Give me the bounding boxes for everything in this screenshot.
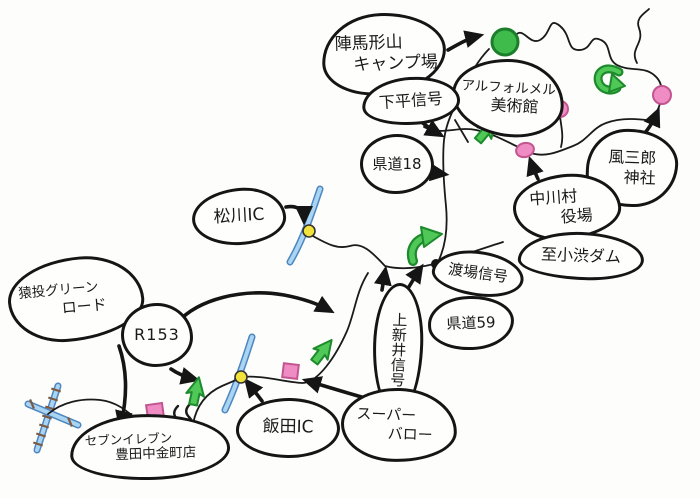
route-arrow-valor-bend-icon xyxy=(306,333,340,369)
label-text: 飯田IC xyxy=(262,416,314,438)
expressway-matsukawa xyxy=(286,185,324,266)
label-text: 下平信号 xyxy=(378,88,444,113)
village-office-marker-icon xyxy=(515,141,535,159)
arrow-matsukawa-ic xyxy=(284,204,313,226)
mountain-road-squiggle-corner xyxy=(633,8,650,64)
arrow-kaminarai-1 xyxy=(373,265,392,292)
label-kendo-18: 県道18 xyxy=(360,134,434,194)
sanage-road-crossing-icon xyxy=(24,382,82,454)
route-arrow-seven-eleven-icon xyxy=(183,374,209,408)
label-iida-ic: 飯田IC xyxy=(235,397,341,459)
route-arrow-watase-turn-icon xyxy=(406,226,443,266)
label-text: 豊田中金町店 xyxy=(114,444,197,464)
label-text: 渡場信号 xyxy=(447,260,510,287)
arrow-iida-ic xyxy=(243,377,264,403)
museum-marker-stem xyxy=(559,115,564,148)
arrow-sanage xyxy=(115,344,133,431)
shrine-marker-icon xyxy=(652,85,672,105)
label-text: 松川IC xyxy=(213,204,265,228)
road-stub-shimodaira xyxy=(454,119,469,143)
label-route-153: R153 xyxy=(121,303,193,367)
rail-ticks xyxy=(29,387,73,447)
label-text: キャンプ場 xyxy=(353,52,439,76)
super-valor-marker-icon xyxy=(281,362,300,381)
arrow-village-office xyxy=(526,155,544,181)
label-text: 上新井信号 xyxy=(388,311,409,387)
campsite-marker-icon xyxy=(490,27,520,57)
arrow-r153-sweep xyxy=(175,291,335,325)
label-text: 県道59 xyxy=(446,312,496,333)
label-text: 至小渋ダム xyxy=(540,244,622,267)
label-text: R153 xyxy=(134,325,180,344)
mountain-road-squiggle-west xyxy=(514,22,581,51)
label-text: 風三郎 xyxy=(608,147,657,168)
arrow-r153-short xyxy=(169,367,201,385)
label-text: 県道18 xyxy=(372,154,422,173)
road-to-museum xyxy=(423,118,655,156)
label-text: 美術館 xyxy=(490,95,540,118)
iida-ic-marker-icon xyxy=(234,370,248,384)
label-text: バロー xyxy=(387,424,433,445)
arrow-campsite xyxy=(446,30,485,52)
mountain-road-squiggle-east xyxy=(579,37,663,98)
uturn-switchback-arrow-icon xyxy=(593,64,626,95)
matsukawa-ic-marker-icon xyxy=(302,224,316,238)
